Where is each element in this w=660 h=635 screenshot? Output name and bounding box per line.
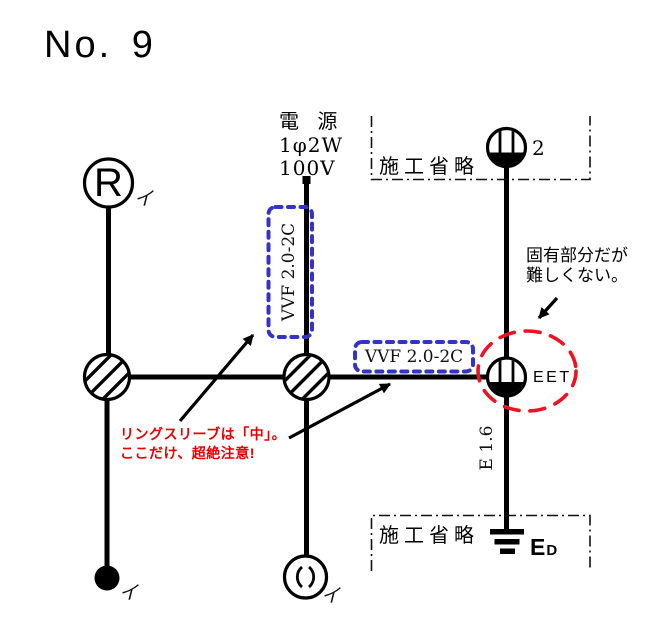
arrow-to-eet-outlet <box>537 296 559 320</box>
outlet-eet-inner <box>489 359 524 395</box>
vvf-horizontal-label: VVF 2.0-2C <box>364 347 464 367</box>
power-phase-label: 1φ2W <box>279 133 344 157</box>
ceiling-rosette-symbol <box>282 554 329 600</box>
circuit-mark-rosette: イ <box>321 585 341 607</box>
note-red: リングスリーブは「中」。 ここだけ、超絶注意! <box>120 425 286 463</box>
omission-box-bottom <box>370 514 591 571</box>
lamp-receptacle-symbol <box>82 157 135 209</box>
note-black-line2: 難しくない。 <box>526 266 628 285</box>
outlet-double-inner <box>489 130 524 165</box>
note-black-line1: 固有部分だが <box>526 246 628 265</box>
vvf-horizontal-highlight-box <box>353 340 475 374</box>
note-red-line1: リングスリーブは「中」。 <box>120 426 287 442</box>
power-voltage-label: 100V <box>279 156 336 180</box>
receptacle-letter: R <box>94 161 123 205</box>
vvf-vertical-label: VVF 2.0-2C <box>279 222 299 322</box>
circuit-mark-switch: イ <box>119 582 139 604</box>
omission-box-top <box>370 116 591 181</box>
attention-ellipse <box>476 329 578 413</box>
outlet-eet-label: EET <box>533 369 572 386</box>
power-feed-stub <box>302 176 311 184</box>
earth-symbol <box>490 529 524 554</box>
ceiling-rosette-inner <box>295 565 316 589</box>
switch-symbol <box>94 565 120 591</box>
vvf-vertical-highlight-box <box>266 205 314 339</box>
note-black: 固有部分だが 難しくない。 <box>526 246 628 286</box>
arrow-to-horizontal-wire <box>288 382 391 440</box>
conduit-e16-label: E 1.6 <box>477 425 497 471</box>
note-red-line2: ここだけ、超絶注意! <box>120 445 255 461</box>
page-title: No. 9 <box>44 24 156 66</box>
power-source-label: 電 源 <box>279 109 344 133</box>
arrow-to-vertical-vvf <box>178 333 255 423</box>
earth-ed-main: E <box>530 534 546 560</box>
earth-ed-label: E D <box>530 536 557 559</box>
outlet-count-label: 2 <box>532 136 545 160</box>
earth-ed-sub: D <box>546 542 558 559</box>
omission-label-bottom: 施工省略 <box>379 523 479 547</box>
omission-label-top: 施工省略 <box>379 154 479 178</box>
circuit-mark-receptacle: イ <box>134 188 154 210</box>
